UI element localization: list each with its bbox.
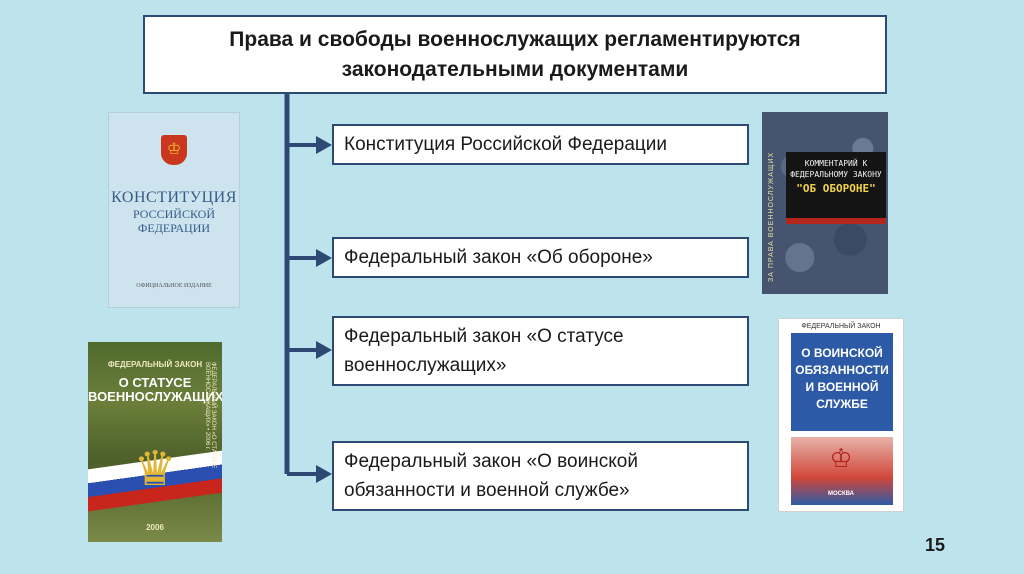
- item-box-status-law: Федеральный закон «О статусе военнослужа…: [332, 316, 749, 386]
- book-header: ФЕДЕРАЛЬНЫЙ ЗАКОН: [107, 360, 203, 369]
- red-stripe: [786, 218, 886, 224]
- item-text: Федеральный закон «Об обороне»: [344, 247, 653, 268]
- book-city: МОСКВА: [827, 491, 855, 497]
- book-title-line-3: И ВОЕННОЙ: [805, 380, 879, 394]
- diagram-title-line-1: Права и свободы военнослужащих регламент…: [229, 27, 801, 51]
- item-text-line-1: Федеральный закон «О воинской: [344, 451, 638, 472]
- book-spine-text: ФЕДЕРАЛЬНЫЙ ЗАКОН «О СТАТУСЕ ВОЕННОСЛУЖА…: [204, 362, 216, 469]
- book-title: КОНСТИТУЦИЯ: [111, 189, 237, 206]
- duty-law-book-cover: ФЕДЕРАЛЬНЫЙ ЗАКОН О ВОИНСКОЙ ОБЯЗАННОСТИ…: [778, 318, 904, 512]
- defense-law-book-cover: ЗА ПРАВА ВОЕННОСЛУЖАЩИХ КОММЕНТАРИЙ К ФЕ…: [762, 112, 888, 294]
- book-title-line-1: О СТАТУСЕ: [118, 375, 192, 390]
- book-title-line-2: ФЕДЕРАЛЬНОМУ ЗАКОНУ: [790, 170, 882, 179]
- book-title-line-2: ОБЯЗАННОСТИ: [795, 363, 889, 377]
- constitution-book-cover: ♔ КОНСТИТУЦИЯ РОССИЙСКОЙ ФЕДЕРАЦИИ ОФИЦИ…: [108, 112, 240, 308]
- book-title-panel: О ВОИНСКОЙ ОБЯЗАННОСТИ И ВОЕННОЙ СЛУЖБЕ: [791, 333, 893, 431]
- book-spine-text: ЗА ПРАВА ВОЕННОСЛУЖАЩИХ: [768, 151, 775, 282]
- arrow-3: [316, 341, 332, 359]
- diagram-title-box: Права и свободы военнослужащих регламент…: [143, 15, 887, 94]
- book-year: 2006: [146, 523, 164, 532]
- arrow-1: [316, 136, 332, 154]
- item-text: Конституция Российской Федерации: [344, 134, 668, 155]
- page-number: 15: [925, 535, 946, 555]
- book-title-line-3: "ОБ ОБОРОНЕ": [796, 182, 876, 195]
- item-box-constitution: Конституция Российской Федерации: [332, 124, 749, 165]
- book-title-line-1: О ВОИНСКОЙ: [801, 346, 883, 360]
- book-title-line-1: КОММЕНТАРИЙ К: [804, 159, 868, 168]
- book-header: ФЕДЕРАЛЬНЫЙ ЗАКОН: [801, 323, 881, 330]
- status-law-book-cover: ФЕДЕРАЛЬНЫЙ ЗАКОН О СТАТУСЕ ВОЕННОСЛУЖАЩ…: [88, 342, 222, 542]
- item-text-line-2: военнослужащих»: [344, 355, 507, 376]
- item-text-line-2: обязанности и военной службе»: [344, 480, 630, 501]
- coat-of-arms-icon: ♔: [829, 443, 853, 473]
- item-box-defense-law: Федеральный закон «Об обороне»: [332, 237, 749, 278]
- arrow-4: [316, 465, 332, 483]
- diagram-title-line-2: законодательными документами: [341, 57, 689, 81]
- double-headed-eagle-icon: ♛: [133, 443, 177, 496]
- book-subtitle-2: ФЕДЕРАЦИИ: [137, 221, 211, 235]
- item-box-duty-law: Федеральный закон «О воинской обязанност…: [332, 441, 749, 511]
- item-text-line-1: Федеральный закон «О статусе: [344, 326, 624, 347]
- book-title-line-4: СЛУЖБЕ: [816, 397, 868, 411]
- coat-of-arms-icon: ♔: [161, 135, 187, 165]
- book-subtitle-1: РОССИЙСКОЙ: [132, 207, 215, 221]
- flag-gradient-panel: [791, 437, 893, 505]
- book-title: О СТАТУСЕ ВОЕННОСЛУЖАЩИХ: [88, 376, 222, 404]
- book-title-band: КОММЕНТАРИЙ К ФЕДЕРАЛЬНОМУ ЗАКОНУ "ОБ ОБ…: [786, 152, 886, 218]
- book-title-line-2: ВОЕННОСЛУЖАЩИХ: [88, 389, 222, 404]
- arrow-2: [316, 249, 332, 267]
- book-edition: ОФИЦИАЛЬНОЕ ИЗДАНИЕ: [136, 283, 212, 289]
